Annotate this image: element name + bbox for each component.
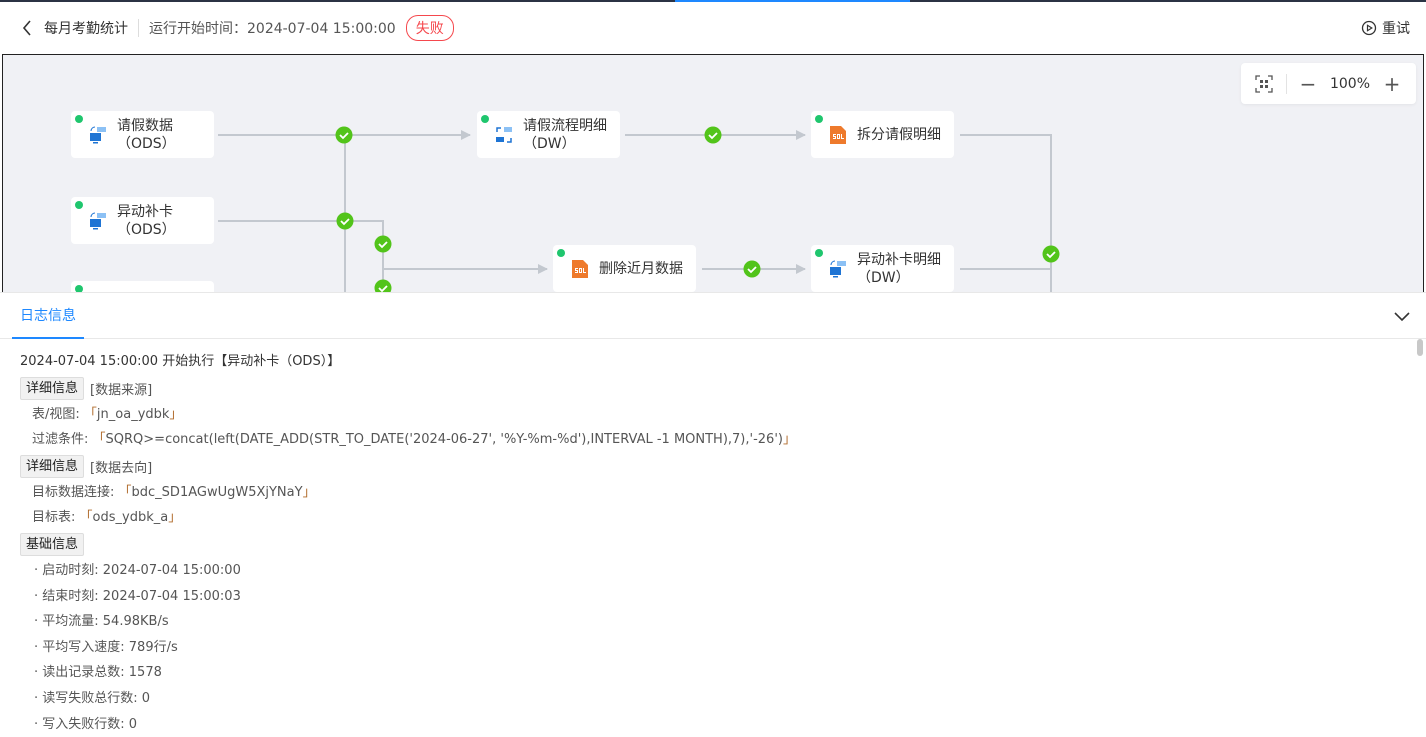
edge xyxy=(960,134,1052,292)
log-content: 2024-07-04 15:00:00 开始执行【异动补卡（ODS）】 详细信息… xyxy=(20,349,796,737)
node-label: 异动补卡（ODS） xyxy=(117,202,209,239)
status-dot xyxy=(557,249,565,257)
node-label: 拆分请假明细 xyxy=(857,125,949,144)
target-tag: [数据去向] xyxy=(90,460,153,476)
active-indicator xyxy=(675,0,910,2)
stat-text: 结束时刻: 2024-07-04 15:00:03 xyxy=(42,588,241,604)
stat-text: 平均写入速度: 789行/s xyxy=(42,639,178,655)
database-sync-icon xyxy=(830,260,846,277)
value: SQRQ>=concat(left(DATE_ADD(STR_TO_DATE('… xyxy=(105,432,783,448)
retry-label: 重试 xyxy=(1382,21,1410,37)
flow-node[interactable]: 请假数据（ODS） xyxy=(71,111,214,158)
chevron-down-icon[interactable] xyxy=(1392,306,1412,326)
success-check-icon xyxy=(334,125,354,145)
label: 目标数据连接: xyxy=(32,484,119,500)
value: bdc_SD1AGwUgW5XjYNaY xyxy=(131,484,303,500)
source-table: 表/视图: 「jn_oa_ydbk」 xyxy=(32,406,183,422)
stat-item: · 写入失败行数: 0 xyxy=(34,716,138,732)
target-connection: 目标数据连接: 「bdc_SD1AGwUgW5XjYNaY」 xyxy=(32,484,316,500)
stat-item: · 平均流量: 54.98KB/s xyxy=(34,614,169,630)
chevron-left-icon xyxy=(22,20,31,36)
stat-text: 读出记录总数: 1578 xyxy=(42,665,162,681)
log-tabs: 日志信息 xyxy=(0,293,1426,339)
source-filter: 过滤条件: 「SQRQ>=concat(left(DATE_ADD(STR_TO… xyxy=(32,432,796,448)
label: 表/视图: xyxy=(32,406,84,422)
tab-log-info[interactable]: 日志信息 xyxy=(12,293,84,339)
stat-text: 读写失败总行数: 0 xyxy=(42,690,151,706)
flow-node[interactable]: 异动补卡（ODS） xyxy=(71,197,214,244)
log-start-line: 2024-07-04 15:00:00 开始执行【异动补卡（ODS）】 xyxy=(20,354,341,369)
status-dot xyxy=(75,285,83,292)
stat-item: · 启动时刻: 2024-07-04 15:00:00 xyxy=(34,562,241,578)
zoom-toolbar: − 100% + xyxy=(1241,63,1416,104)
status-dot xyxy=(75,115,83,123)
header: 每月考勤统计 运行开始时间：2024-07-04 15:00:00 失败 重试 xyxy=(0,2,1426,54)
stat-item: · 结束时刻: 2024-07-04 15:00:03 xyxy=(34,588,241,604)
detail-info-button[interactable]: 详细信息 xyxy=(20,454,85,478)
value: jn_oa_ydbk xyxy=(96,406,170,422)
status-dot xyxy=(815,249,823,257)
zoom-level: 100% xyxy=(1329,75,1371,92)
basic-info-button[interactable]: 基础信息 xyxy=(20,532,85,556)
flow-node[interactable]: 请假流程明细（DW） xyxy=(477,111,620,158)
status-badge: 失败 xyxy=(405,15,454,41)
stat-text: 启动时刻: 2024-07-04 15:00:00 xyxy=(42,562,241,578)
flow-edges xyxy=(218,125,1061,292)
top-border xyxy=(0,0,1426,2)
node-label: 异动补卡明细（DW） xyxy=(857,250,949,287)
value: ods_ydbk_a xyxy=(92,510,169,526)
success-check-icon xyxy=(373,234,393,254)
play-circle-icon xyxy=(1361,20,1377,36)
retry-button[interactable]: 重试 xyxy=(1361,18,1410,38)
success-check-icon xyxy=(703,125,723,145)
divider xyxy=(138,19,139,37)
success-check-icon xyxy=(373,278,393,292)
back-button[interactable] xyxy=(18,19,36,37)
database-sync-icon xyxy=(90,212,106,229)
flow-canvas[interactable]: 请假数据（ODS） 异动补卡（ODS） 请假流程明细（DW） 删除近月数据 拆分… xyxy=(2,54,1424,292)
page-title: 每月考勤统计 xyxy=(44,21,128,37)
fit-view-icon[interactable] xyxy=(1254,74,1274,94)
divider xyxy=(1286,73,1287,94)
status-dot xyxy=(815,115,823,123)
success-check-icon xyxy=(1041,244,1061,264)
flow-node[interactable]: 删除近月数据 xyxy=(553,245,696,292)
node-label: 请假数据（ODS） xyxy=(117,116,209,153)
flow-node[interactable]: 拆分请假明细 xyxy=(811,111,954,158)
node-label: 删除近月数据 xyxy=(599,259,691,278)
label: 过滤条件: xyxy=(32,432,93,448)
zoom-out-button[interactable]: − xyxy=(1299,71,1317,96)
zoom-in-button[interactable]: + xyxy=(1383,71,1401,96)
stat-text: 平均流量: 54.98KB/s xyxy=(42,614,169,630)
stat-item: · 读出记录总数: 1578 xyxy=(34,665,162,681)
target-table: 目标表: 「ods_ydbk_a」 xyxy=(32,510,182,526)
scrollbar[interactable] xyxy=(1417,339,1423,356)
flow-node[interactable]: 异动补卡明细（DW） xyxy=(811,245,954,292)
sql-file-icon xyxy=(830,125,846,144)
stat-text: 写入失败行数: 0 xyxy=(42,716,138,732)
sql-file-icon xyxy=(572,259,588,278)
success-check-icon xyxy=(742,259,762,279)
transform-icon xyxy=(496,126,512,143)
stat-item: · 读写失败总行数: 0 xyxy=(34,690,151,706)
database-sync-icon xyxy=(90,126,106,143)
log-panel: 日志信息 2024-07-04 15:00:00 开始执行【异动补卡（ODS）】… xyxy=(0,292,1426,734)
source-tag: [数据来源] xyxy=(90,382,153,398)
stat-item: · 平均写入速度: 789行/s xyxy=(34,639,178,655)
node-label: 请假流程明细（DW） xyxy=(523,116,615,153)
detail-info-button[interactable]: 详细信息 xyxy=(20,376,85,400)
flow-node[interactable] xyxy=(71,281,214,292)
success-check-icon xyxy=(335,211,355,231)
label: 目标表: xyxy=(32,510,80,526)
status-dot xyxy=(481,115,489,123)
edge xyxy=(218,220,384,292)
status-dot xyxy=(75,201,83,209)
run-start-time: 运行开始时间：2024-07-04 15:00:00 xyxy=(149,21,396,37)
